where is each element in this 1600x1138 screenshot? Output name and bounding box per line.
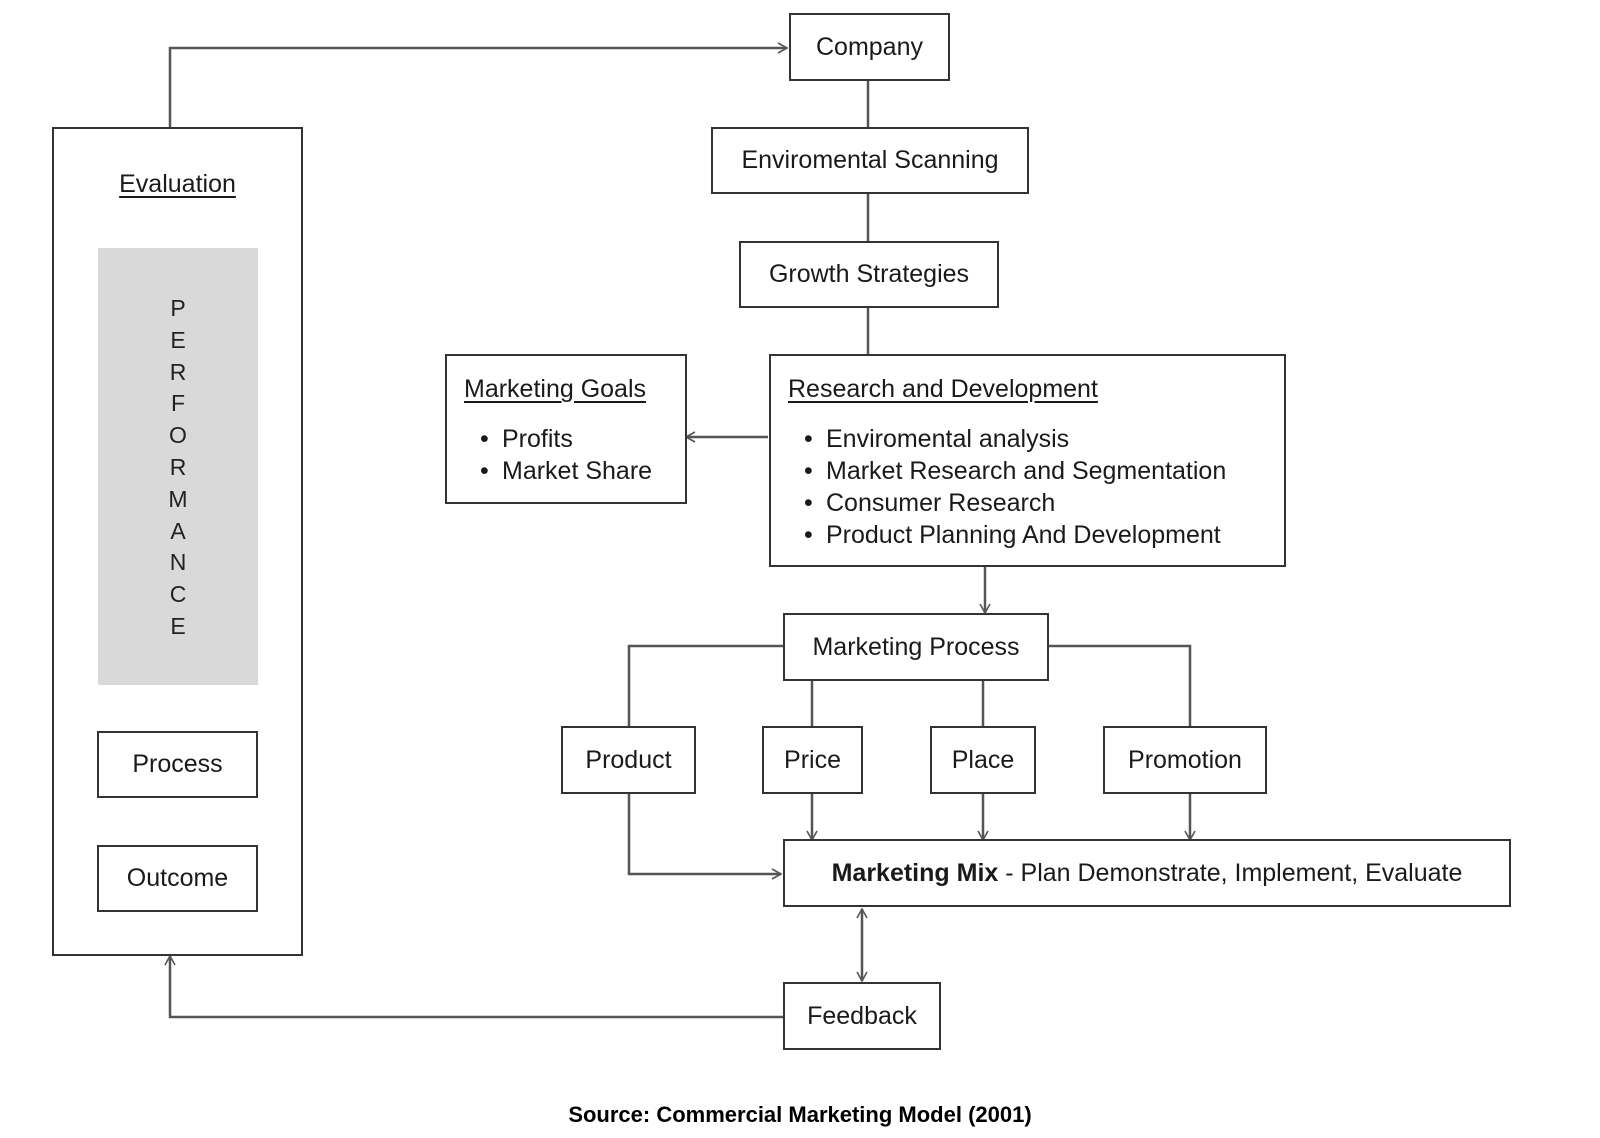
research-development-title: Research and Development: [788, 375, 1098, 403]
process-box: Process: [97, 731, 258, 798]
marketing-goals-title: Marketing Goals: [464, 375, 647, 403]
list-item: Consumer Research: [788, 487, 1226, 519]
place-box: Place: [930, 726, 1036, 794]
performance-letter: E: [170, 326, 186, 353]
list-item: Profits: [464, 423, 652, 455]
arrow-evaluation-to-company: [168, 42, 789, 128]
research-development-list: Enviromental analysis Market Research an…: [788, 423, 1226, 551]
performance-letter: C: [169, 581, 187, 608]
performance-letter: O: [169, 422, 187, 449]
line-process-to-product: [627, 644, 783, 726]
performance-letter: F: [170, 390, 186, 417]
price-box: Price: [762, 726, 863, 794]
outcome-box: Outcome: [97, 845, 258, 912]
performance-letter: E: [170, 612, 186, 639]
arrow-feedback-to-evaluation: [164, 954, 783, 1019]
list-item: Product Planning And Development: [788, 519, 1226, 551]
performance-letter: M: [168, 485, 188, 512]
line-process-to-promotion: [1048, 644, 1192, 726]
performance-letter: R: [169, 358, 187, 385]
evaluation-title: Evaluation: [119, 170, 236, 198]
marketing-mix-rest: - Plan Demonstrate, Implement, Evaluate: [998, 858, 1463, 887]
performance-block: P E R F O R M A N C E: [98, 248, 258, 685]
marketing-process-box: Marketing Process: [783, 613, 1049, 681]
list-item: Enviromental analysis: [788, 423, 1226, 455]
marketing-mix-box: Marketing Mix - Plan Demonstrate, Implem…: [783, 839, 1511, 907]
performance-letter: P: [170, 295, 186, 321]
arrow-product-to-mix: [627, 792, 783, 880]
growth-strategies-box: Growth Strategies: [739, 241, 999, 308]
performance-letter: A: [170, 517, 186, 544]
performance-letter: N: [169, 549, 187, 576]
performance-letter: R: [169, 453, 187, 480]
list-item: Market Research and Segmentation: [788, 455, 1226, 487]
environmental-scanning-box: Enviromental Scanning: [711, 127, 1029, 194]
feedback-box: Feedback: [783, 982, 941, 1050]
marketing-goals-list: Profits Market Share: [464, 423, 652, 487]
list-item: Market Share: [464, 455, 652, 487]
promotion-box: Promotion: [1103, 726, 1267, 794]
marketing-mix-bold: Marketing Mix: [831, 858, 999, 887]
source-caption: Source: Commercial Marketing Model (2001…: [568, 1102, 1032, 1127]
performance-letters: P E R F O R M A N C E: [98, 293, 258, 643]
product-box: Product: [561, 726, 696, 794]
company-box: Company: [789, 13, 950, 81]
